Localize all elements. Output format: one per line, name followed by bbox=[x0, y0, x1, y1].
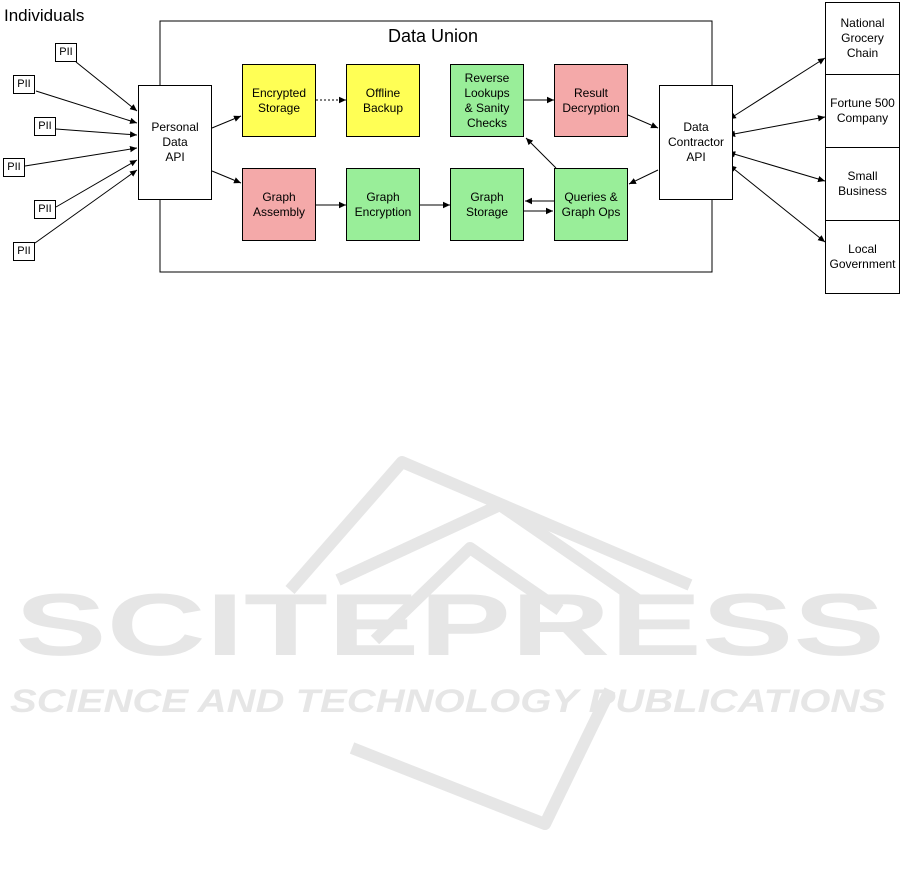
contractor-small-business-box: Small Business bbox=[825, 147, 900, 221]
encrypted-storage-box: Encrypted Storage bbox=[242, 64, 316, 137]
pii-arrow-5 bbox=[55, 159, 138, 208]
arrow-contractor-small-business bbox=[728, 151, 826, 183]
pii-arrows bbox=[24, 61, 138, 244]
encrypted-storage-label: Encrypted Storage bbox=[251, 85, 307, 115]
personal-data-api-box: Personal Data API bbox=[138, 85, 212, 200]
contractor-label: Small Business bbox=[838, 169, 887, 198]
pii-box-1: PII bbox=[55, 43, 77, 62]
pii-box-3: PII bbox=[34, 117, 56, 136]
arrow-contractor-grocery bbox=[728, 57, 826, 120]
contractor-label: National Grocery Chain bbox=[840, 16, 885, 60]
offline-backup-box: Offline Backup bbox=[346, 64, 420, 137]
contractor-label: Local Government bbox=[829, 242, 896, 271]
graph-assembly-box: Graph Assembly bbox=[242, 168, 316, 241]
queries-graph-ops-box: Queries & Graph Ops bbox=[554, 168, 628, 241]
pii-arrow-3 bbox=[55, 128, 138, 138]
arrow-api-to-graph-assembly bbox=[211, 170, 242, 184]
contractor-fortune-500-box: Fortune 500 Company bbox=[825, 74, 900, 148]
arrow-contractor-to-queries bbox=[628, 169, 659, 185]
pii-box-2: PII bbox=[13, 75, 35, 94]
queries-graph-ops-label: Queries & Graph Ops bbox=[561, 189, 621, 219]
graph-assembly-label: Graph Assembly bbox=[252, 189, 305, 219]
data-union-title: Data Union bbox=[388, 26, 479, 46]
result-decryption-box: Result Decryption bbox=[554, 64, 628, 137]
pii-box-5: PII bbox=[34, 200, 56, 219]
contractor-national-grocery-box: National Grocery Chain bbox=[825, 2, 900, 75]
personal-data-api-label: Personal Data API bbox=[151, 120, 199, 164]
contractor-label: Fortune 500 Company bbox=[830, 96, 895, 125]
graph-encryption-box: Graph Encryption bbox=[346, 168, 420, 241]
pii-arrow-6 bbox=[34, 169, 138, 244]
graph-encryption-label: Graph Encryption bbox=[354, 189, 412, 219]
graph-storage-label: Graph Storage bbox=[465, 189, 509, 219]
result-decryption-label: Result Decryption bbox=[562, 85, 620, 115]
reverse-lookups-label: Reverse Lookups & Sanity Checks bbox=[464, 70, 510, 130]
pii-box-4: PII bbox=[3, 158, 25, 177]
contractor-local-government-box: Local Government bbox=[825, 220, 900, 294]
arrow-contractor-fortune bbox=[728, 115, 826, 137]
arrow-queries-to-reverse bbox=[525, 137, 557, 169]
reverse-lookups-box: Reverse Lookups & Sanity Checks bbox=[450, 64, 524, 137]
pii-box-6: PII bbox=[13, 242, 35, 261]
graph-storage-box: Graph Storage bbox=[450, 168, 524, 241]
arrow-api-to-encrypted-storage bbox=[211, 115, 242, 129]
arrow-contractor-local-government bbox=[729, 165, 826, 243]
pii-arrow-4 bbox=[24, 145, 138, 167]
offline-backup-label: Offline Backup bbox=[362, 85, 404, 115]
data-contractor-api-box: Data Contractor API bbox=[659, 85, 733, 200]
arrow-decryption-to-contractor bbox=[627, 114, 659, 129]
data-contractor-api-label: Data Contractor API bbox=[667, 120, 725, 164]
individuals-label: Individuals bbox=[4, 6, 85, 25]
pii-arrow-2 bbox=[35, 90, 138, 124]
pii-arrow-1 bbox=[75, 61, 138, 112]
